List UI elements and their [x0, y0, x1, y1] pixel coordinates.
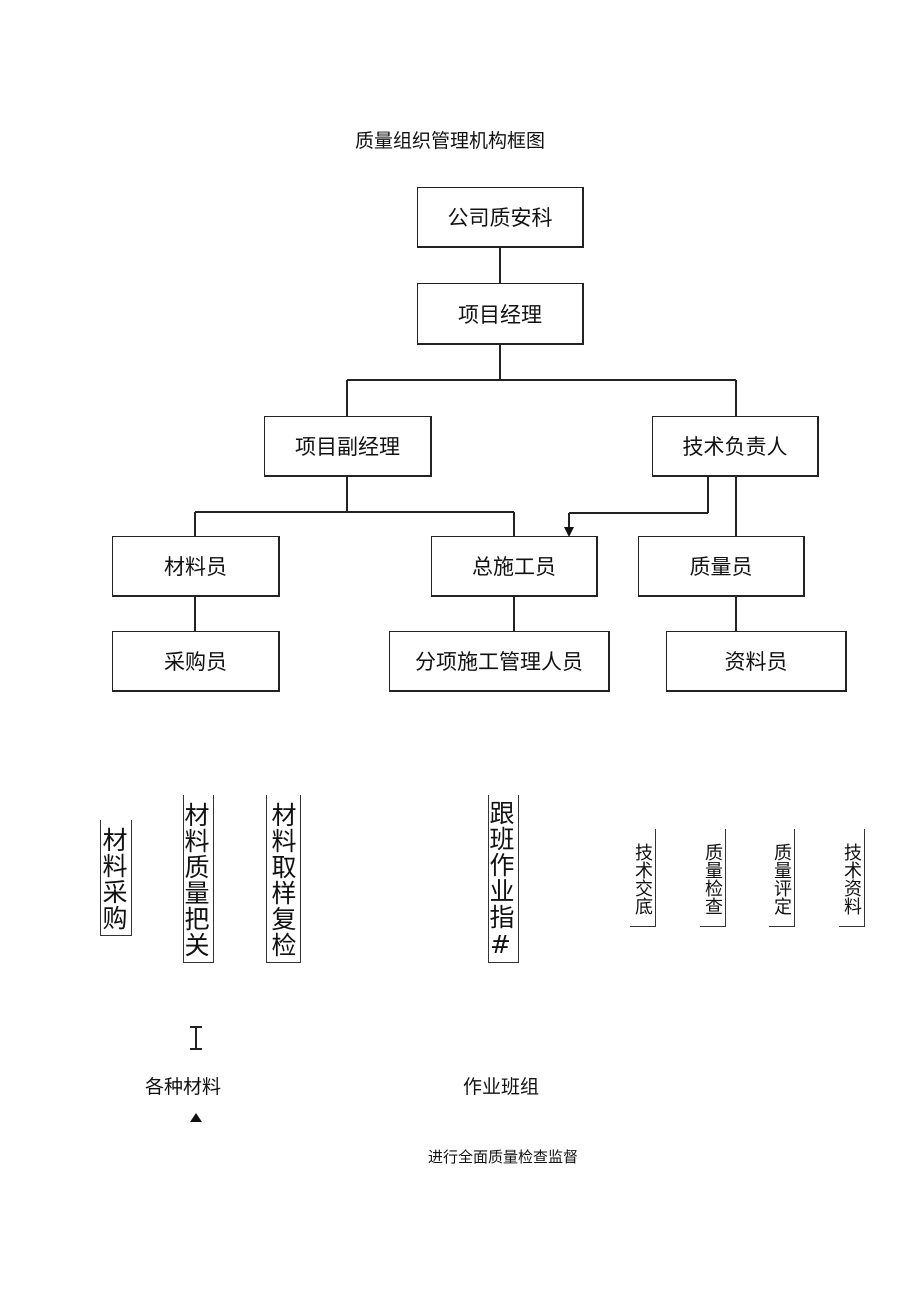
- diagram-title: 质量组织管理机构框图: [354, 130, 545, 152]
- duty-quality-check: 质量检查: [700, 829, 726, 927]
- duty-tech-briefing: 技术交底: [630, 829, 656, 927]
- node-company-qa: 公司质安科: [417, 187, 584, 248]
- node-purchaser: 采购员: [112, 631, 280, 692]
- node-sub-managers: 分项施工管理人员: [389, 631, 610, 692]
- label-materials: 各种材料: [145, 1076, 222, 1098]
- duty-tech-records: 技术资料: [839, 829, 865, 927]
- duty-material-purchase: 材料采购: [99, 820, 132, 936]
- node-chief-constructor: 总施工员: [431, 536, 598, 597]
- duty-sample-retest: 材料取样复检: [266, 795, 301, 963]
- node-project-manager: 项目经理: [417, 283, 584, 345]
- label-supervision: 进行全面质量检查监督: [428, 1148, 579, 1166]
- up-triangle-icon: [190, 1113, 202, 1122]
- arrowhead: [564, 527, 574, 537]
- node-records-clerk: 资料员: [666, 631, 847, 692]
- node-deputy-manager: 项目副经理: [264, 416, 432, 477]
- label-work-teams: 作业班组: [463, 1076, 540, 1098]
- node-materials-clerk: 材料员: [112, 536, 280, 597]
- i-beam-symbol: [190, 1026, 202, 1050]
- node-quality-inspector: 质量员: [638, 536, 805, 597]
- duty-shift-guidance: 跟班作业指#: [486, 795, 519, 963]
- duty-quality-eval: 质量评定: [769, 829, 795, 927]
- duty-material-quality: 材料质量把关: [181, 795, 214, 963]
- node-tech-lead: 技术负责人: [652, 416, 819, 477]
